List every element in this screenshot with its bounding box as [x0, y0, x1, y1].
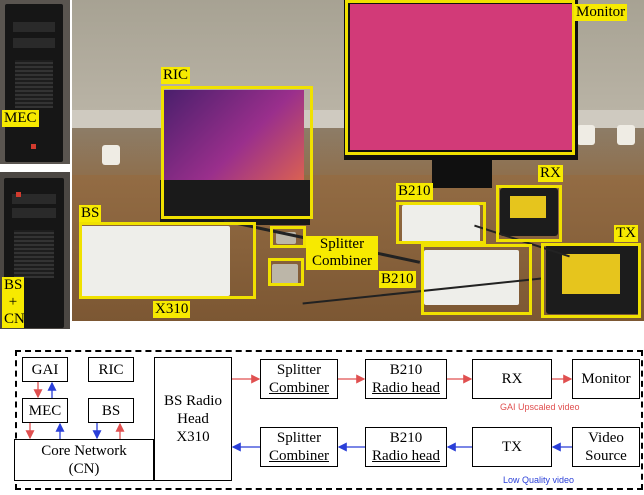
x310-frame	[79, 222, 256, 299]
label-splitter-line1: Splitter	[319, 236, 365, 252]
monitor-frame	[345, 0, 575, 155]
splitter-top-line1: Splitter	[276, 362, 322, 378]
label-monitor: Monitor	[574, 4, 628, 21]
b210-bot-line1: B210	[389, 430, 423, 446]
label-bs-cn-line2: +	[8, 294, 18, 310]
label-b210-top: B210	[396, 183, 433, 200]
b210-bot-line2: Radio head	[372, 448, 440, 464]
node-splitter-bottom: Splitter Combiner	[260, 427, 338, 467]
label-splitter-line2: Combiner	[312, 253, 372, 269]
caption-upscaled: GAI Upscaled video	[500, 402, 580, 412]
system-boundary	[15, 350, 643, 490]
label-x310: X310	[153, 301, 191, 318]
mec-photo	[0, 0, 70, 164]
label-ric: RIC	[161, 67, 191, 84]
label-splitter-combiner: Splitter Combiner	[306, 236, 378, 270]
bs-radio-line3: X310	[176, 429, 210, 445]
video-line2: Source	[585, 448, 627, 464]
caption-low-quality: Low Quality video	[503, 475, 575, 485]
node-ric: RIC	[88, 357, 134, 382]
splitter-top-frame	[270, 226, 306, 248]
node-gai: GAI	[22, 357, 68, 382]
label-b210-bottom: B210	[379, 271, 416, 288]
label-bs-cn: BS + CN	[2, 277, 25, 328]
node-tx: TX	[472, 427, 552, 467]
core-line2: (CN)	[68, 461, 100, 477]
label-rx: RX	[538, 165, 563, 182]
splitter-bottom-frame	[268, 258, 304, 286]
splitter-top-line2: Combiner	[269, 380, 329, 396]
core-line1: Core Network	[41, 443, 127, 459]
node-video-source: Video Source	[572, 427, 640, 467]
tx-frame	[541, 243, 641, 318]
b210-top-frame	[396, 202, 486, 244]
b210-top-line1: B210	[389, 362, 423, 378]
splitter-bot-line1: Splitter	[276, 430, 322, 446]
bs-radio-line2: Head	[177, 411, 209, 427]
bs-radio-line1: BS Radio	[164, 393, 222, 409]
label-bs-cn-line1: BS	[4, 277, 23, 293]
label-bs-cn-line3: CN	[4, 311, 25, 327]
b210-bottom-frame	[421, 244, 532, 315]
rx-frame	[496, 185, 562, 242]
node-core-network: Core Network (CN)	[14, 439, 154, 481]
node-bs: BS	[88, 398, 134, 423]
node-bs-radio-head: BS Radio Head X310	[154, 357, 232, 481]
node-b210-bottom: B210 Radio head	[365, 427, 447, 467]
node-rx: RX	[472, 359, 552, 399]
label-mec: MEC	[2, 110, 39, 127]
video-line1: Video	[588, 430, 624, 446]
label-bs: BS	[79, 205, 102, 222]
splitter-bot-line2: Combiner	[269, 448, 329, 464]
node-mec: MEC	[22, 398, 68, 423]
label-tx: TX	[614, 225, 638, 242]
node-monitor: Monitor	[572, 359, 640, 399]
mec-tower	[5, 4, 63, 162]
ric-frame	[161, 86, 313, 219]
b210-top-line2: Radio head	[372, 380, 440, 396]
node-b210-top: B210 Radio head	[365, 359, 447, 399]
testbed-photo	[72, 0, 644, 321]
node-splitter-top: Splitter Combiner	[260, 359, 338, 399]
